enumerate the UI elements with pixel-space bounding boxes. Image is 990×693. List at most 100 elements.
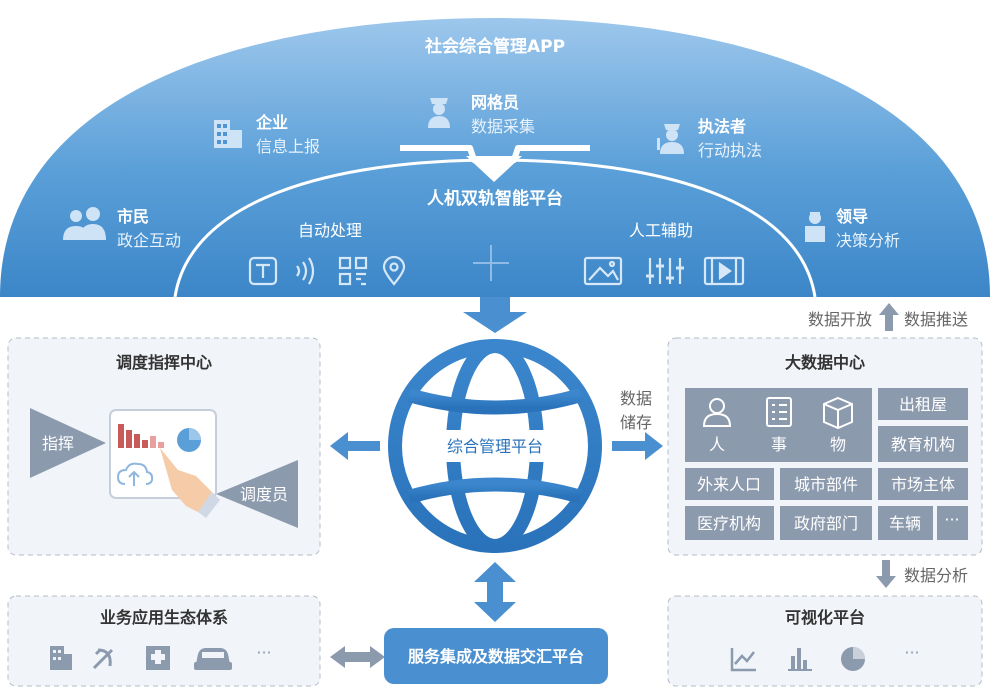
cell-government [780,506,872,540]
building-icon [214,120,242,148]
person-icon [702,398,732,427]
bigdata-title: 大数据中心 [785,353,865,372]
role-sub: 行动执法 [698,141,762,160]
up-arrow-open [879,303,899,331]
visual-title: 可视化平台 [785,608,865,627]
label-event: 事 [771,435,787,454]
cell-label: 市场主体 [891,475,955,494]
role-sub: 信息上报 [256,137,320,156]
funnel-arrow-head [466,156,522,182]
dispatch-screen [109,409,220,518]
service-box [384,628,608,684]
cell-vehicles [878,506,933,540]
cell-market [878,468,968,500]
manual-label: 人工辅助 [629,221,693,240]
dispatcher-triangle [216,460,298,528]
text-recognition-icon [248,256,278,286]
role-leader: 领导 决策分析 [805,207,900,250]
role-name: 领导 [836,207,868,226]
bar-chart-icon [788,648,812,671]
role-enterprise: 企业 信息上报 [214,113,320,156]
service-label: 服务集成及数据交汇平台 [408,647,584,666]
party-emblem-icon [92,648,114,670]
double-arrow-ecosystem [330,646,385,668]
manual-icons [583,256,745,286]
dispatcher-label: 调度员 [240,485,288,504]
box-icon [823,396,853,430]
enforcer-icon [657,124,684,154]
cell-city-parts [780,468,872,500]
inner-title: 人机双轨智能平台 [427,188,563,209]
globe-label-bg [432,430,558,462]
leader-icon [805,212,825,242]
equalizer-icon [646,258,684,284]
mini-bar-chart-icon [118,424,164,448]
ecosystem-more: ··· [256,643,271,662]
push-label: 数据推送 [904,310,968,329]
location-pin-icon [382,255,406,286]
cell-education [878,426,968,462]
dispatch-title: 调度指挥中心 [116,353,212,372]
hospital-icon [146,646,170,670]
cell-label: 外来人口 [697,475,761,494]
bigdata-cells [685,388,968,540]
visual-more: ··· [904,643,919,662]
role-sub: 政企互动 [117,231,181,250]
cell-label: 医疗机构 [697,514,761,533]
role-name: 企业 [255,113,288,132]
role-grid-worker: 网格员 数据采集 [428,93,535,136]
document-list-icon [766,397,792,427]
plus-icon [473,245,509,281]
mini-pie-icon [177,428,201,452]
label-thing: 物 [830,435,846,454]
ecosystem-title: 业务应用生态体系 [100,608,228,627]
visual-box [667,595,983,687]
role-name: 网格员 [471,93,519,112]
line-chart-icon [730,648,756,672]
right-arrow-bigdata [612,432,663,460]
auto-icons [248,255,406,286]
command-triangle [30,408,106,478]
citizens-icon [63,207,106,240]
open-label: 数据开放 [808,310,872,329]
voice-wave-icon [296,257,315,285]
down-arrow-analysis [876,560,896,588]
cell-migrants [685,468,774,500]
store-label-1: 数据 [620,389,652,408]
label-person: 人 [709,435,725,454]
center-label: 综合管理平台 [447,437,543,456]
qr-code-icon [338,256,368,286]
cell-label: 教育机构 [891,435,955,454]
ecosystem-box [7,595,321,687]
image-icon [583,256,623,286]
app-title: 社会综合管理APP [424,36,565,57]
down-arrow-dome [463,297,527,333]
cell-label: 政府部门 [794,514,858,533]
cell-medical [685,506,774,540]
cell-label: 出租屋 [899,395,947,414]
role-citizens: 市民 政企互动 [63,207,181,250]
vertical-double-arrow [474,562,516,622]
cell-label: 城市部件 [794,475,858,494]
role-sub: 数据采集 [471,117,535,136]
store-label-2: 储存 [620,413,652,432]
left-arrow-dispatch [330,432,380,460]
building-icon [50,646,72,670]
video-icon [703,256,745,286]
role-name: 执法者 [698,117,746,136]
command-label: 指挥 [42,434,74,453]
cell-label: ··· [944,510,959,529]
auto-label: 自动处理 [298,221,362,240]
role-enforcer: 执法者 行动执法 [657,117,762,160]
car-icon [194,648,232,670]
cell-label: 车辆 [889,514,921,533]
police-officer-icon [428,98,450,128]
cell-rental [878,388,968,420]
cell-more [937,506,968,540]
role-sub: 决策分析 [836,231,900,250]
cloud-upload-icon [116,462,154,486]
role-name: 市民 [117,207,149,226]
analysis-label: 数据分析 [904,566,968,585]
pointing-hand-icon [160,448,220,518]
